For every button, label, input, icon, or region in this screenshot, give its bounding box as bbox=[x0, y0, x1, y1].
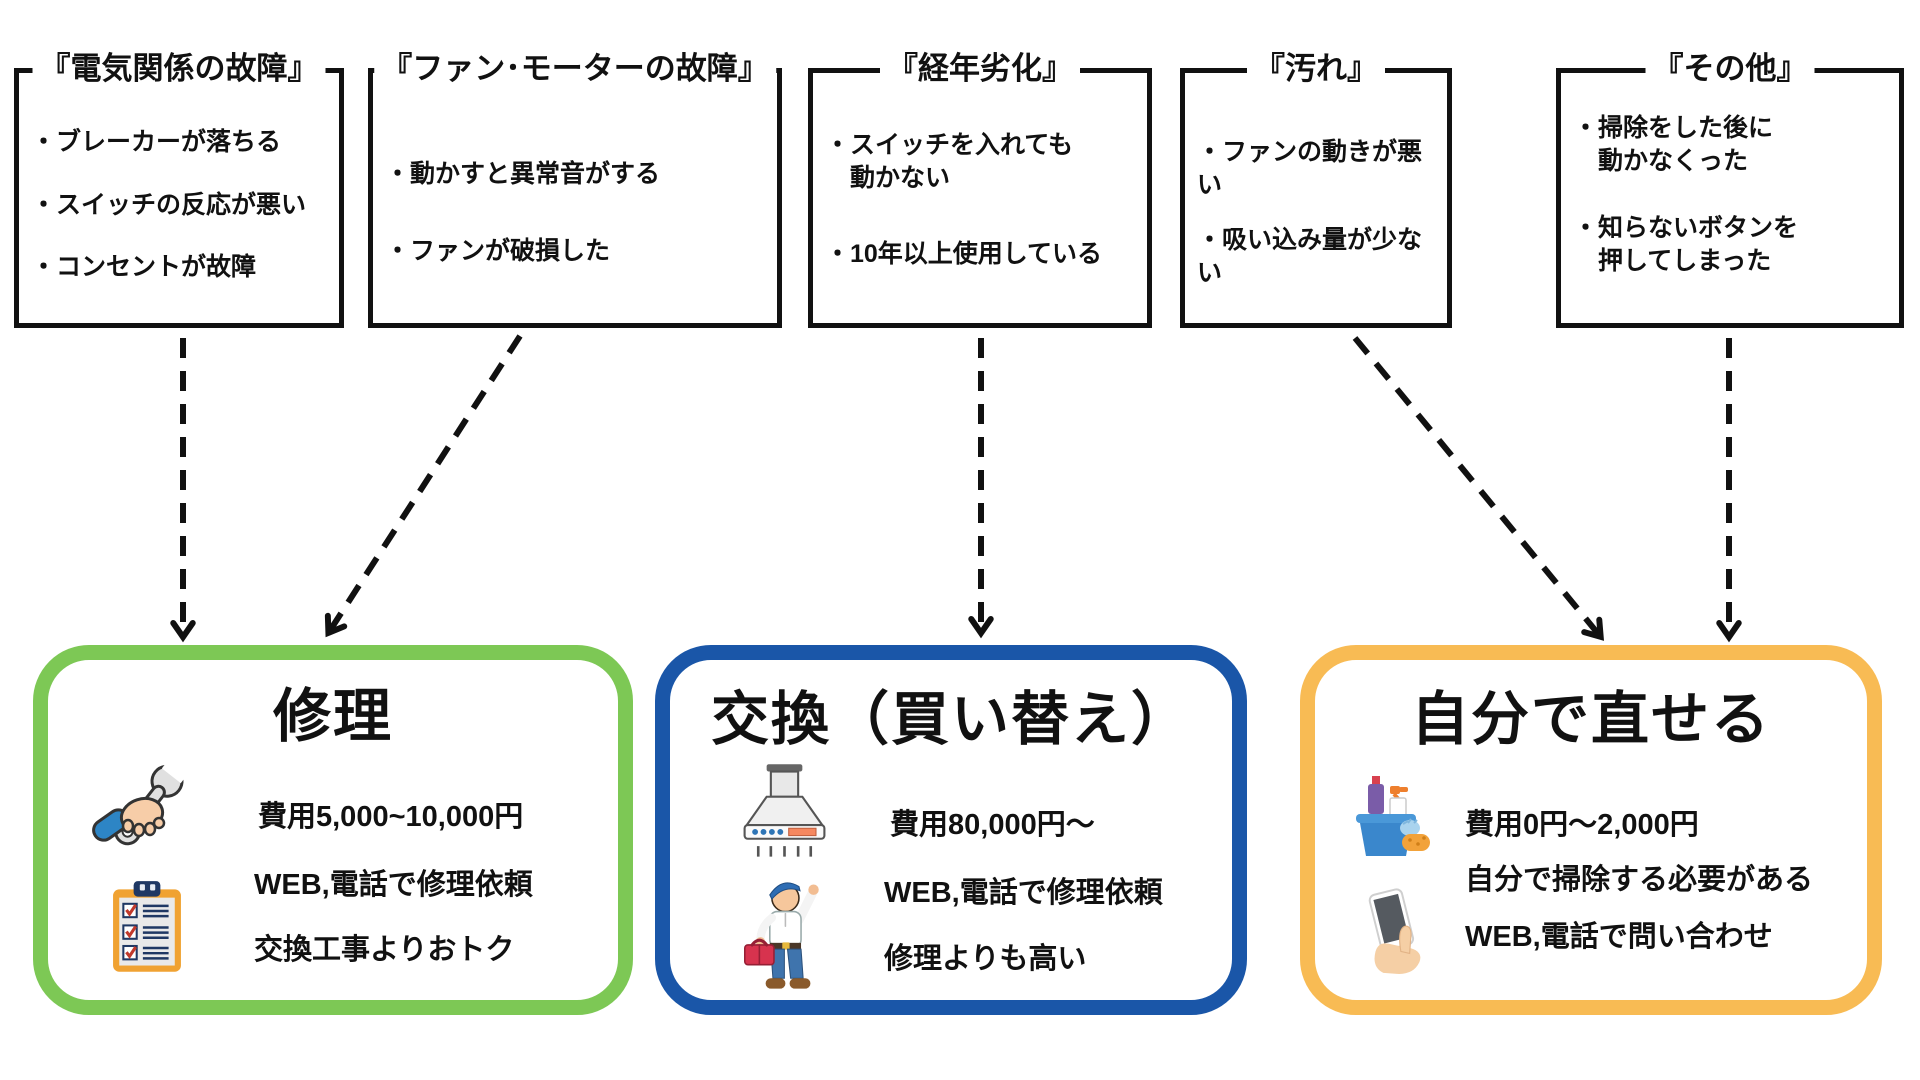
repairman-icon bbox=[730, 872, 845, 1002]
cleaning-bucket-icon bbox=[1348, 772, 1440, 869]
cause-item: ・スイッチの反応が悪い bbox=[31, 190, 307, 219]
cause-item: ・吸い込み量が少ない bbox=[1197, 226, 1423, 288]
cause-item-list: ・ファンの動きが悪い ・吸い込み量が少ない bbox=[1185, 73, 1447, 323]
dashed-arrow-fanmotor-to-repair bbox=[324, 334, 523, 638]
solution-point: 費用80,000円〜 bbox=[890, 809, 1095, 841]
cause-item: ・ファンが破損した bbox=[385, 237, 611, 266]
cause-item-list: ・ブレーカーが落ちる ・スイッチの反応が悪い ・コンセントが故障 bbox=[19, 73, 339, 323]
solution-box-repair: 修理 bbox=[33, 645, 633, 1015]
solution-title: 自分で直せる bbox=[1410, 687, 1771, 752]
cause-item: ・掃除をした後に 動かなくった bbox=[1573, 113, 1774, 175]
cause-item: ・知らないボタンを 押してしまった bbox=[1573, 214, 1799, 276]
solution-point: WEB,電話で修理依頼 bbox=[884, 877, 1163, 909]
cause-item-list: ・スイッチを入れても 動かない ・10年以上使用している bbox=[813, 73, 1147, 323]
checklist-icon bbox=[111, 881, 183, 981]
solution-box-self-fix: 自分で直せる bbox=[1300, 645, 1882, 1015]
cause-box-title: 『汚れ』 bbox=[1247, 49, 1385, 89]
cause-item: ・スイッチを入れても 動かない bbox=[825, 131, 1074, 193]
cause-item-list: ・掃除をした後に 動かなくった ・知らないボタンを 押してしまった bbox=[1561, 73, 1899, 323]
cause-box-title: 『経年劣化』 bbox=[880, 49, 1080, 89]
cause-item: ・ブレーカーが落ちる bbox=[31, 128, 282, 157]
cause-box-title: 『電気関係の故障』 bbox=[32, 49, 326, 89]
solution-point: 費用0円〜2,000円 bbox=[1465, 809, 1699, 841]
solution-point: 費用5,000~10,000円 bbox=[258, 801, 524, 833]
cause-box-aging: 『経年劣化』 ・スイッチを入れても 動かない ・10年以上使用している bbox=[808, 49, 1152, 328]
wrench-hand-icon bbox=[86, 753, 201, 875]
solution-point: 自分で掃除する必要がある bbox=[1465, 864, 1814, 896]
cause-item: ・動かすと異常音がする bbox=[385, 159, 661, 188]
solution-title: 交換（買い替え） bbox=[710, 687, 1191, 752]
cause-item: ・10年以上使用している bbox=[825, 239, 1103, 268]
cause-box-fan-motor: 『ファン･モーターの故障』 ・動かすと異常音がする ・ファンが破損した bbox=[368, 49, 782, 328]
cause-box-dirt: 『汚れ』 ・ファンの動きが悪い ・吸い込み量が少ない bbox=[1180, 49, 1452, 328]
solution-point: 修理よりも高い bbox=[884, 943, 1087, 975]
cause-box-title: 『その他』 bbox=[1645, 49, 1815, 89]
solution-point: WEB,電話で問い合わせ bbox=[1465, 921, 1773, 953]
range-hood-icon bbox=[732, 760, 837, 870]
dashed-arrow-dirt-to-selffix bbox=[1352, 336, 1605, 641]
cause-item: ・ファンの動きが悪い bbox=[1197, 137, 1423, 199]
cause-box-other: 『その他』 ・掃除をした後に 動かなくった ・知らないボタンを 押してしまった bbox=[1556, 49, 1904, 328]
solution-title: 修理 bbox=[272, 684, 393, 749]
solution-point: WEB,電話で修理依頼 bbox=[254, 869, 533, 901]
solution-box-replace: 交換（買い替え） bbox=[655, 645, 1247, 1015]
cause-item: ・コンセントが故障 bbox=[31, 252, 257, 281]
cause-box-title: 『ファン･モーターの故障』 bbox=[374, 49, 776, 89]
cause-box-electrical: 『電気関係の故障』 ・ブレーカーが落ちる ・スイッチの反応が悪い ・コンセントが… bbox=[14, 49, 344, 328]
cause-item-list: ・動かすと異常音がする ・ファンが破損した bbox=[373, 73, 777, 323]
smartphone-hand-icon bbox=[1356, 885, 1434, 980]
solution-point: 交換工事よりおトク bbox=[254, 934, 515, 966]
